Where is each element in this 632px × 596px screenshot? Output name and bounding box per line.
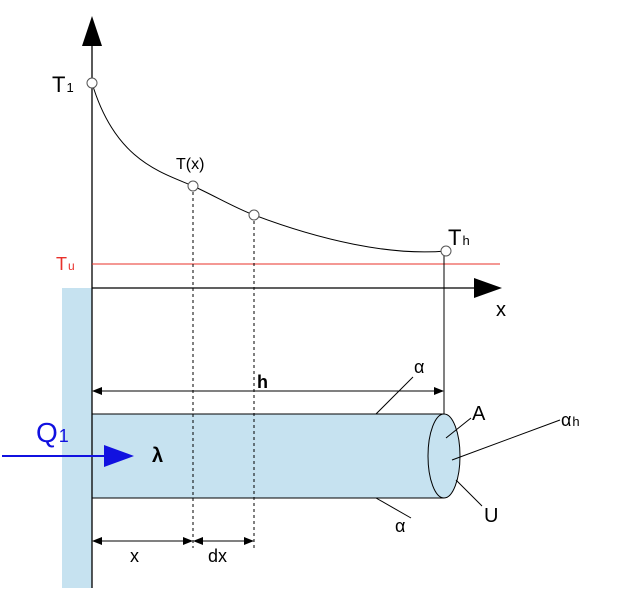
point-tx (187, 180, 199, 192)
heat-flow-arrow-head (104, 445, 134, 467)
label-t1: T1 (52, 72, 74, 97)
label-dim-x: x (130, 546, 139, 566)
label-area: A (472, 403, 486, 425)
temperature-curve (91, 82, 447, 253)
leader-alpha-bottom (375, 497, 412, 519)
x-axis-arrow (474, 278, 502, 298)
label-alpha-h: αh (561, 410, 580, 430)
point-t1 (86, 77, 98, 89)
label-tx: T(x) (176, 156, 204, 173)
label-h: h (257, 372, 268, 392)
label-tu: Tu (56, 254, 75, 274)
leader-perimeter (455, 479, 483, 507)
label-th: Th (448, 225, 470, 250)
leader-area (445, 417, 472, 439)
label-q1: Q1 (36, 417, 69, 448)
label-perimeter: U (484, 505, 498, 527)
label-alpha-top: α (414, 357, 424, 377)
label-alpha-bottom: α (395, 516, 405, 536)
label-x-axis: x (496, 299, 506, 321)
point-tx-dx (248, 209, 260, 221)
wall (62, 288, 92, 588)
temperature-axis-arrow (82, 16, 102, 46)
leader-alpha-top (375, 376, 414, 415)
label-lambda: λ (152, 445, 163, 467)
leader-alpha-h (451, 419, 561, 461)
point-th (440, 245, 452, 257)
rod-end-face (427, 413, 461, 499)
label-dim-dx: dx (208, 546, 227, 566)
rod-body (92, 414, 444, 498)
